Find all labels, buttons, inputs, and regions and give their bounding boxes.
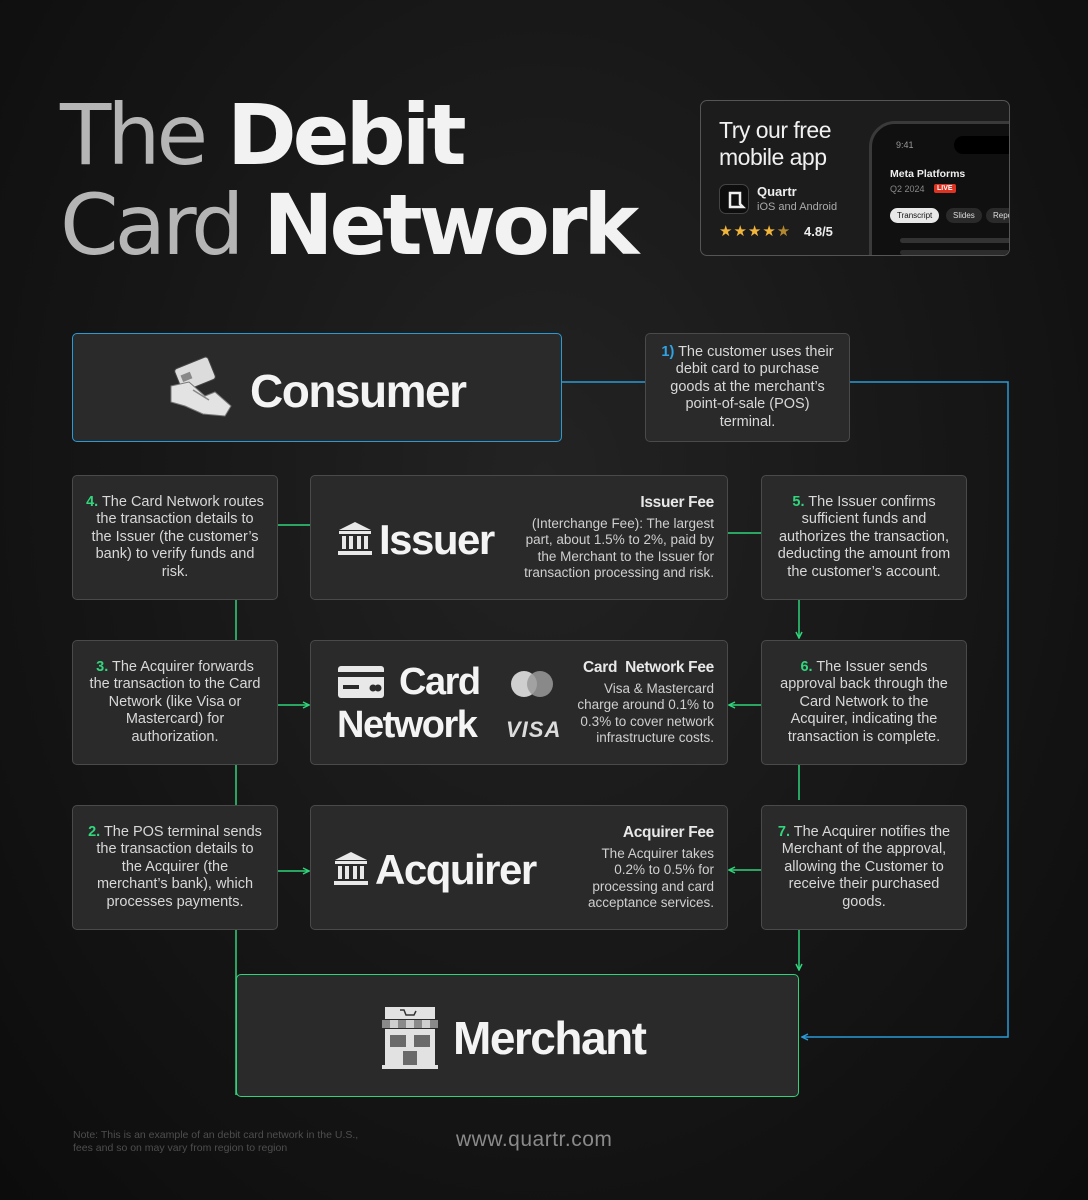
acquirer-fee-text: The Acquirer takes 0.2% to 0.5% for proc… bbox=[587, 845, 714, 911]
title-line2-bold: Network bbox=[263, 176, 639, 274]
quartr-logo bbox=[719, 184, 749, 214]
phone-quarter: Q2 2024 bbox=[890, 184, 925, 194]
acquirer-box: Acquirer Acquirer Fee The Acquirer takes… bbox=[310, 805, 728, 930]
step-7-number: 7. bbox=[777, 823, 790, 840]
step-1-text: 1) The customer uses their debit card to… bbox=[658, 344, 837, 432]
consumer-label: Consumer bbox=[250, 365, 467, 417]
step-1-number: 1) bbox=[661, 343, 675, 360]
phone-company: Meta Platforms bbox=[890, 168, 966, 180]
app-promo-card[interactable]: Try our free mobile app Quartr iOS and A… bbox=[700, 100, 1010, 256]
step-4-number: 4. bbox=[86, 493, 99, 510]
consumer-box: Consumer bbox=[72, 333, 562, 442]
card-network-fee-title: Card Network Fee bbox=[583, 659, 714, 676]
title-line2-light: Card bbox=[60, 176, 264, 274]
bank-icon bbox=[338, 522, 372, 555]
card-network-fee-text: Visa & Mastercard charge around 0.1% to … bbox=[577, 680, 714, 746]
step-7-description: The Acquirer notifies the Merchant of th… bbox=[781, 823, 951, 910]
step-4-description: The Card Network routes the transaction … bbox=[91, 493, 264, 580]
phone-notch bbox=[954, 136, 1009, 154]
step-6-text: 6. The Issuer sends approval back throug… bbox=[774, 659, 954, 747]
bank-icon bbox=[334, 852, 368, 885]
visa-logo: VISA bbox=[506, 717, 562, 742]
merchant-box: Merchant bbox=[236, 974, 799, 1097]
step-1-box: 1) The customer uses their debit card to… bbox=[645, 333, 850, 442]
issuer-fee-text: (Interchange Fee): The largest part, abo… bbox=[524, 515, 714, 581]
step-3-number: 3. bbox=[96, 658, 109, 675]
step-6-number: 6. bbox=[800, 658, 813, 675]
step-2-text: 2. The POS terminal sends the transactio… bbox=[85, 824, 265, 912]
card-network-label-line1: Card bbox=[399, 661, 481, 703]
step-3-box: 3. The Acquirer forwards the transaction… bbox=[72, 640, 278, 765]
issuer-box: Issuer Issuer Fee (Interchange Fee): The… bbox=[310, 475, 728, 600]
card-network-label-line2: Network bbox=[337, 704, 478, 746]
step-2-number: 2. bbox=[88, 823, 101, 840]
mastercard-logo bbox=[511, 671, 553, 697]
card-hand-icon bbox=[170, 356, 232, 417]
acquirer-fee: Acquirer Fee The Acquirer takes 0.2% to … bbox=[569, 824, 714, 912]
step-6-description: The Issuer sends approval back through t… bbox=[780, 658, 948, 745]
step-3-description: The Acquirer forwards the transaction to… bbox=[89, 658, 261, 745]
card-network-fee: Card Network Fee Visa & Mastercard charg… bbox=[569, 659, 714, 747]
page-title: The Debit Card Network bbox=[60, 90, 639, 270]
merchant-label: Merchant bbox=[453, 1012, 647, 1064]
title-line1-bold: Debit bbox=[226, 86, 467, 184]
acquirer-label: Acquirer bbox=[375, 846, 537, 893]
phone-text-placeholder bbox=[900, 238, 1009, 243]
step-4-box: 4. The Card Network routes the transacti… bbox=[72, 475, 278, 600]
app-promo-heading: Try our free mobile app bbox=[719, 117, 832, 170]
step-7-box: 7. The Acquirer notifies the Merchant of… bbox=[761, 805, 967, 930]
app-platforms: iOS and Android bbox=[757, 201, 838, 213]
step-6-box: 6. The Issuer sends approval back throug… bbox=[761, 640, 967, 765]
store-icon bbox=[382, 1007, 438, 1069]
issuer-label: Issuer bbox=[379, 516, 495, 563]
step-5-box: 5. The Issuer confirms sufficient funds … bbox=[761, 475, 967, 600]
live-badge: LIVE bbox=[934, 184, 956, 193]
issuer-fee: Issuer Fee (Interchange Fee): The larges… bbox=[521, 494, 714, 582]
phone-tab-slides: Slides bbox=[946, 208, 982, 223]
step-5-text: 5. The Issuer confirms sufficient funds … bbox=[774, 494, 954, 582]
step-5-number: 5. bbox=[792, 493, 805, 510]
step-2-box: 2. The POS terminal sends the transactio… bbox=[72, 805, 278, 930]
website-link[interactable]: www.quartr.com bbox=[456, 1128, 613, 1151]
step-3-text: 3. The Acquirer forwards the transaction… bbox=[85, 659, 265, 747]
phone-tab-reports: Repo bbox=[986, 208, 1009, 223]
step-7-text: 7. The Acquirer notifies the Merchant of… bbox=[774, 824, 954, 912]
phone-text-placeholder bbox=[900, 250, 1009, 255]
footer-note: Note: This is an example of an debit car… bbox=[73, 1129, 359, 1154]
star-rating-icon: ★★★★★ bbox=[719, 223, 792, 240]
credit-card-icon bbox=[338, 666, 384, 698]
step-2-description: The POS terminal sends the transaction d… bbox=[96, 823, 262, 910]
step-5-description: The Issuer confirms sufficient funds and… bbox=[777, 493, 951, 580]
step-4-text: 4. The Card Network routes the transacti… bbox=[85, 494, 265, 582]
app-name: Quartr bbox=[757, 184, 797, 199]
title-line1-light: The bbox=[60, 86, 227, 184]
step-1-description: The customer uses their debit card to pu… bbox=[670, 343, 834, 430]
card-network-box: Card Network VISA Card Network Fee Visa … bbox=[310, 640, 728, 765]
phone-tab-transcript: Transcript bbox=[890, 208, 940, 223]
acquirer-fee-title: Acquirer Fee bbox=[622, 824, 714, 841]
phone-time: 9:41 bbox=[896, 140, 914, 150]
phone-mockup: 9:41 Meta Platforms Q2 2024 LIVE Transcr… bbox=[869, 121, 1009, 255]
issuer-fee-title: Issuer Fee bbox=[640, 494, 714, 511]
app-rating: 4.8/5 bbox=[804, 224, 833, 239]
